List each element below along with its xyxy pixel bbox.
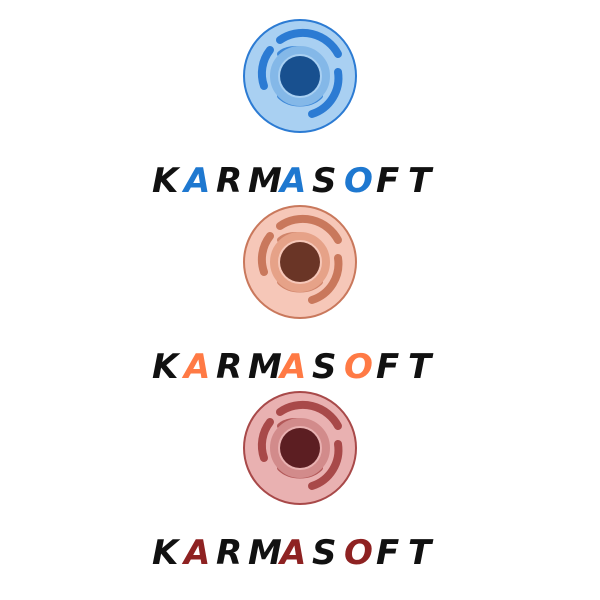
wordmark-letter: A [181, 533, 211, 572]
wordmark-letter: M [248, 533, 283, 572]
wordmark-letter: T [408, 533, 434, 572]
wordmark-letter: O [344, 161, 374, 200]
wordmark-letter: M [248, 161, 283, 200]
karmasoft-emblem-icon [243, 19, 357, 133]
wordmark-letter: T [408, 347, 434, 386]
wordmark-letter: A [277, 533, 307, 572]
wordmark-letter: A [181, 161, 211, 200]
wordmark-letter: R [216, 533, 243, 572]
wordmark-letter: O [344, 533, 374, 572]
wordmark-letter: F [376, 533, 400, 572]
wordmark-letter: T [408, 161, 434, 200]
wordmark-letter: A [277, 161, 307, 200]
wordmark-letter: M [248, 347, 283, 386]
karmasoft-emblem-icon [243, 205, 357, 319]
wordmark-letter: F [376, 161, 400, 200]
wordmark-letter: K [152, 161, 181, 200]
wordmark-letter: A [277, 347, 307, 386]
wordmark-letter: R [216, 347, 243, 386]
wordmark-letter: R [216, 161, 243, 200]
wordmark-letter: K [152, 347, 181, 386]
wordmark-letter: F [376, 347, 400, 386]
wordmark-letter: S [312, 161, 338, 200]
wordmark-letter: A [181, 347, 211, 386]
wordmark-letter: O [344, 347, 374, 386]
wordmark-letter: S [312, 347, 338, 386]
wordmark-letter: K [152, 533, 181, 572]
wordmark-letter: S [312, 533, 338, 572]
karmasoft-emblem-icon [243, 391, 357, 505]
